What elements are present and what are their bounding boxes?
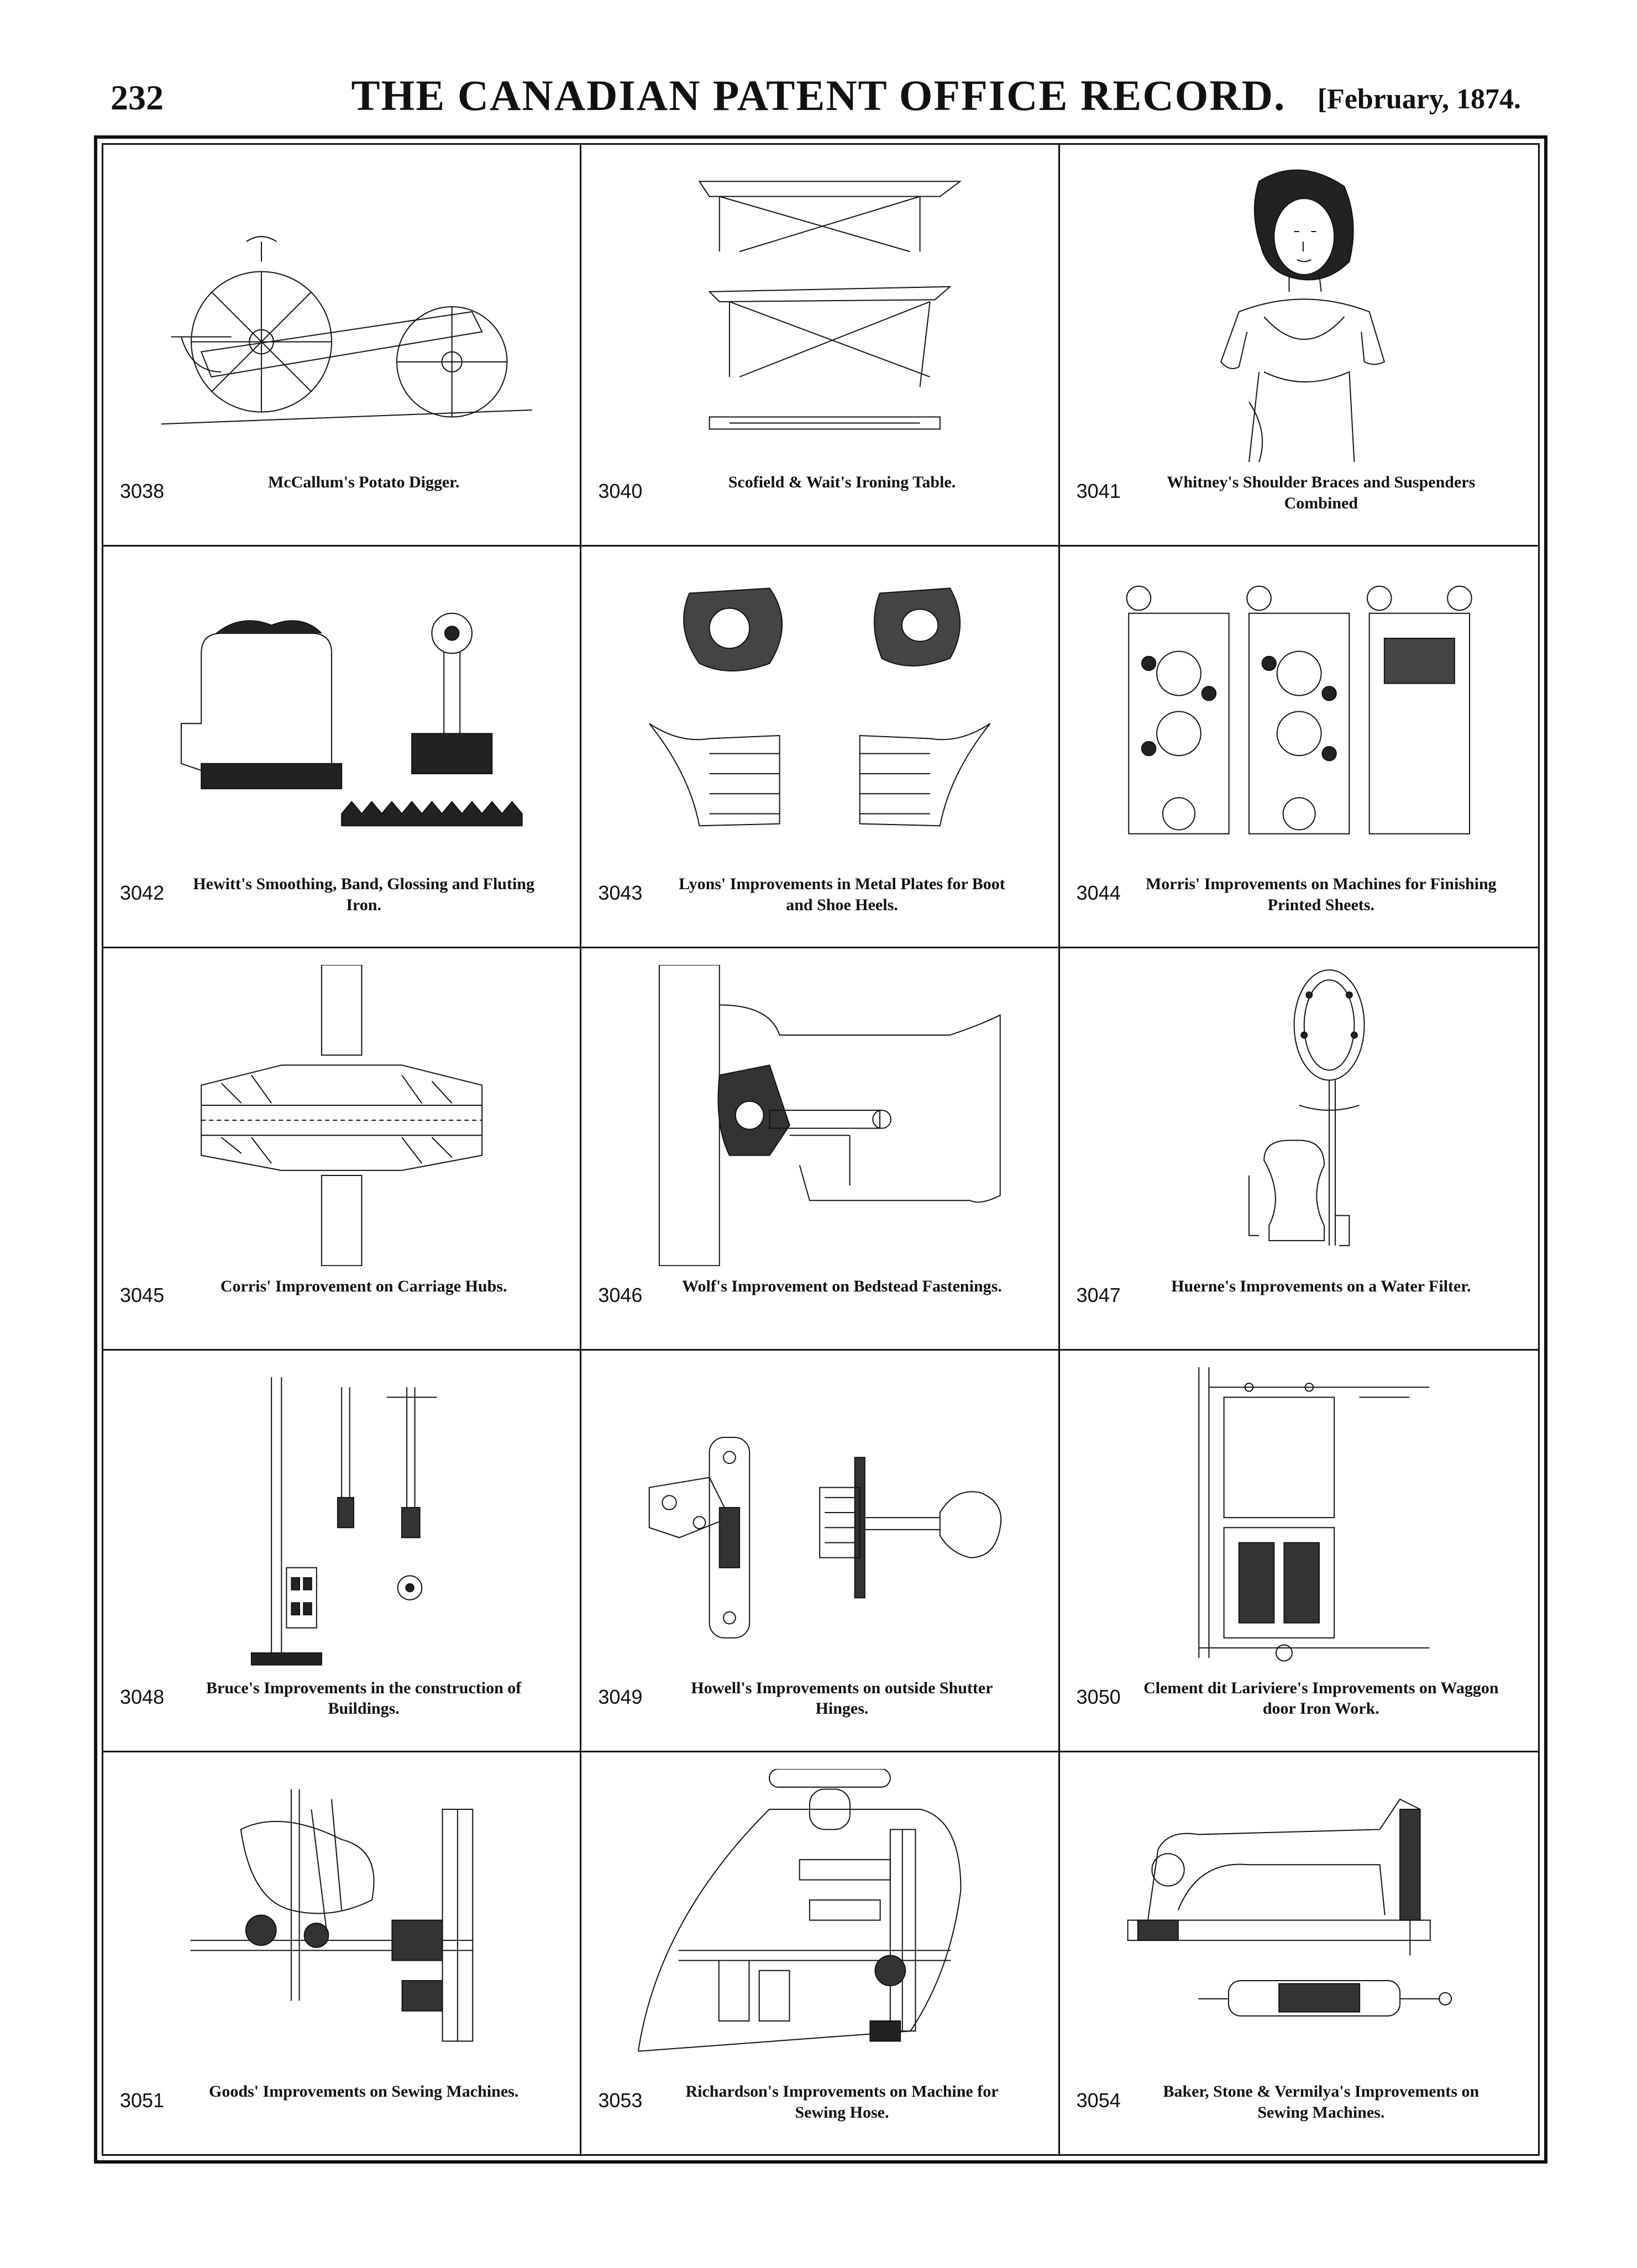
patent-title: Bruce's Improvements in the construction… <box>206 1678 522 1718</box>
patent-cell: 3043 Lyons' Improvements in Metal Plates… <box>581 547 1060 949</box>
patent-caption: 3038 McCallum's Potato Digger. <box>120 472 563 533</box>
page-number: 232 <box>111 78 164 117</box>
patent-number: 3047 <box>1076 1283 1121 1306</box>
patent-caption: 3045 Corris' Improvement on Carriage Hub… <box>120 1276 563 1337</box>
issue-date: [February, 1874. <box>1317 83 1521 115</box>
patent-cell: 3042 Hewitt's Smoothing, Band, Glossing … <box>103 547 582 949</box>
patent-cell: 3045 Corris' Improvement on Carriage Hub… <box>103 948 582 1351</box>
patent-title: Goods' Improvements on Sewing Machines. <box>209 2082 519 2101</box>
patent-title: Corris' Improvement on Carriage Hubs. <box>220 1277 507 1295</box>
patent-caption: 3042 Hewitt's Smoothing, Band, Glossing … <box>120 874 563 935</box>
patent-caption: 3051 Goods' Improvements on Sewing Machi… <box>120 2081 563 2142</box>
fluting-iron-icon <box>125 563 558 864</box>
patent-cell: 3049 Howell's Improvements on outside Sh… <box>581 1350 1060 1752</box>
patent-caption: 3050 Clement dit Lariviere's Improvement… <box>1077 1678 1521 1739</box>
patent-caption: 3048 Bruce's Improvements in the constru… <box>120 1678 563 1739</box>
patent-number: 3048 <box>120 1685 165 1708</box>
patent-caption: 3044 Morris' Improvements on Machines fo… <box>1077 874 1521 935</box>
patent-grid: 3038 McCallum's Potato Digger. 3040 S <box>102 143 1540 2156</box>
patent-title: Howell's Improvements on outside Shutter… <box>691 1678 993 1718</box>
patent-cell: 3044 Morris' Improvements on Machines fo… <box>1059 547 1538 949</box>
patent-cell: 3050 Clement dit Lariviere's Improvement… <box>1059 1351 1538 1752</box>
bedstead-fastening-icon <box>604 965 1036 1266</box>
waggon-door-icon <box>1082 1367 1516 1668</box>
patent-caption: 3046 Wolf's Improvement on Bedstead Fast… <box>598 1276 1041 1337</box>
patent-title: Scofield & Wait's Ironing Table. <box>728 473 956 492</box>
potato-digger-icon <box>125 161 558 462</box>
sewing-machine-mechanism-icon <box>125 1769 558 2071</box>
page-header: 232 THE CANADIAN PATENT OFFICE RECORD. [… <box>0 0 1637 133</box>
patent-number: 3041 <box>1076 480 1121 503</box>
journal-title: THE CANADIAN PATENT OFFICE RECORD. <box>351 71 1286 119</box>
patent-title: Clement dit Lariviere's Improvements on … <box>1143 1678 1499 1718</box>
patent-cell: 3051 Goods' Improvements on Sewing Machi… <box>103 1752 582 2154</box>
patent-illustration-frame: 3038 McCallum's Potato Digger. 3040 S <box>94 135 1547 2164</box>
patent-title: Richardson's Improvements on Machine for… <box>685 2082 999 2122</box>
patent-caption: 3047 Huerne's Improvements on a Water Fi… <box>1077 1276 1521 1337</box>
patent-title: Huerne's Improvements on a Water Filter. <box>1171 1277 1471 1295</box>
patent-cell: 3041 Whitney's Shoulder Braces and Suspe… <box>1059 145 1538 547</box>
patent-number: 3038 <box>120 480 165 503</box>
heel-plate-icon <box>604 563 1036 864</box>
ironing-table-icon <box>604 161 1036 462</box>
patent-cell: 3053 Richardson's Improvements on Machin… <box>581 1752 1060 2154</box>
shutter-hinge-icon <box>604 1367 1036 1668</box>
patent-title: Whitney's Shoulder Braces and Suspenders… <box>1167 473 1476 512</box>
patent-cell: 3054 Baker, Stone & Vermilya's Improveme… <box>1060 1752 1538 2154</box>
carriage-hub-icon <box>125 965 558 1266</box>
patent-caption: 3043 Lyons' Improvements in Metal Plates… <box>598 874 1041 935</box>
hose-sewing-machine-icon <box>604 1769 1036 2071</box>
patent-number: 3051 <box>120 2089 165 2112</box>
patent-caption: 3053 Richardson's Improvements on Machin… <box>598 2081 1041 2142</box>
woman-portrait-icon <box>1082 161 1516 462</box>
patent-cell: 3046 Wolf's Improvement on Bedstead Fast… <box>581 948 1060 1351</box>
patent-title: Hewitt's Smoothing, Band, Glossing and F… <box>193 875 534 914</box>
patent-cell: 3047 Huerne's Improvements on a Water Fi… <box>1059 948 1538 1351</box>
patent-number: 3054 <box>1076 2089 1121 2112</box>
patent-number: 3045 <box>120 1283 165 1306</box>
patent-caption: 3049 Howell's Improvements on outside Sh… <box>598 1678 1041 1739</box>
patent-title: Wolf's Improvement on Bedstead Fastening… <box>682 1277 1002 1295</box>
patent-number: 3044 <box>1076 881 1121 905</box>
water-filter-icon <box>1082 965 1516 1266</box>
patent-number: 3046 <box>598 1283 643 1306</box>
patent-number: 3053 <box>598 2089 643 2112</box>
patent-caption: 3054 Baker, Stone & Vermilya's Improveme… <box>1077 2081 1521 2142</box>
patent-cell: 3048 Bruce's Improvements in the constru… <box>103 1350 582 1752</box>
patent-title: Baker, Stone & Vermilya's Improvements o… <box>1163 2082 1479 2122</box>
patent-title: Lyons' Improvements in Metal Plates for … <box>679 875 1005 914</box>
patent-caption: 3040 Scofield & Wait's Ironing Table. <box>598 472 1041 533</box>
patent-caption: 3041 Whitney's Shoulder Braces and Suspe… <box>1077 472 1521 533</box>
patent-number: 3043 <box>598 881 643 905</box>
patent-number: 3050 <box>1076 1685 1121 1708</box>
sewing-machine-icon <box>1082 1769 1516 2071</box>
finishing-machine-icon <box>1082 563 1516 864</box>
patent-cell: 3040 Scofield & Wait's Ironing Table. <box>581 145 1060 547</box>
building-construction-icon <box>125 1367 558 1668</box>
patent-cell: 3038 McCallum's Potato Digger. <box>103 145 582 547</box>
patent-title: McCallum's Potato Digger. <box>267 473 460 492</box>
patent-number: 3042 <box>120 881 165 905</box>
patent-number: 3040 <box>598 480 643 503</box>
patent-title: Morris' Improvements on Machines for Fin… <box>1145 875 1497 914</box>
patent-number: 3049 <box>598 1685 643 1708</box>
